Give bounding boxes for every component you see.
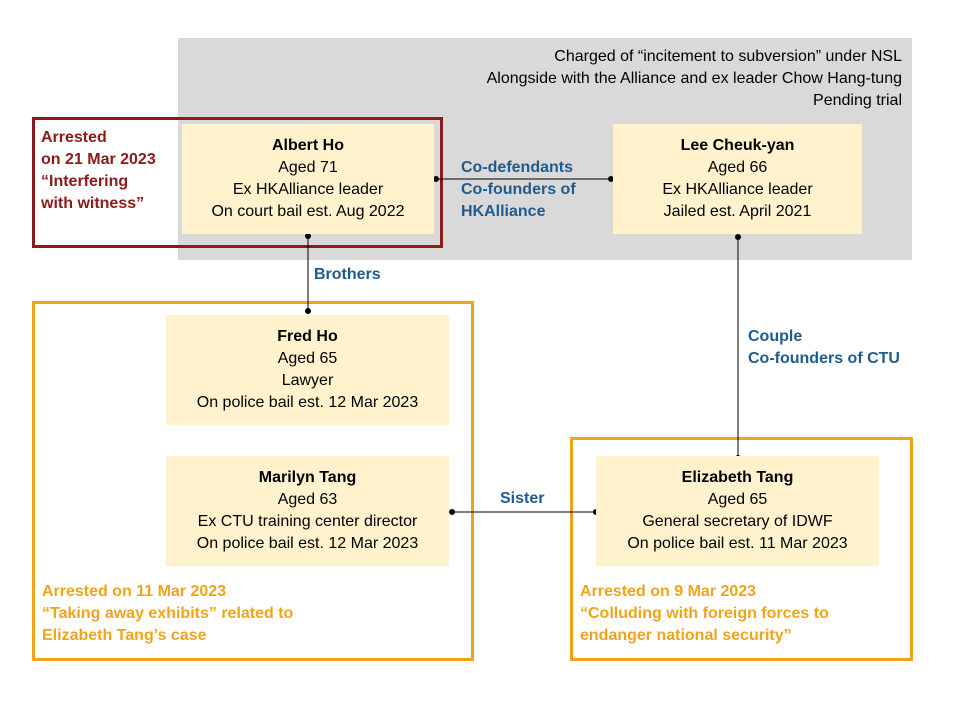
lee-age: Aged 66: [707, 159, 768, 176]
elizabeth-arrest-line1: Arrested on 9 Mar 2023: [580, 583, 757, 600]
fred-marilyn-arrest-line3: Elizabeth Tang’s case: [42, 627, 207, 644]
relation-albert-lee-line1: Co-defendants: [461, 159, 573, 176]
node-fred-ho: Fred Ho Aged 65 Lawyer On police bail es…: [166, 315, 449, 425]
fred-marilyn-arrest-line1: Arrested on 11 Mar 2023: [42, 583, 227, 600]
node-lee-cheuk-yan: Lee Cheuk-yan Aged 66 Ex HKAlliance lead…: [613, 124, 862, 234]
albert-arrest-line2: on 21 Mar 2023: [41, 151, 156, 168]
relation-albert-lee: Co-defendants Co-founders of HKAlliance: [461, 157, 576, 223]
fred-status: On police bail est. 12 Mar 2023: [196, 394, 419, 411]
marilyn-status: On police bail est. 12 Mar 2023: [196, 535, 419, 552]
lee-role: Ex HKAlliance leader: [662, 181, 813, 198]
albert-name: Albert Ho: [272, 137, 344, 154]
fred-marilyn-arrest-note: Arrested on 11 Mar 2023 “Taking away exh…: [42, 581, 293, 647]
charge-note-line1: Charged of “incitement to subversion” un…: [554, 48, 902, 65]
albert-status: On court bail est. Aug 2022: [211, 203, 405, 220]
fred-name: Fred Ho: [277, 328, 338, 345]
elizabeth-arrest-frame: [570, 437, 913, 661]
fred-marilyn-arrest-frame: [32, 301, 474, 661]
elizabeth-age: Aged 65: [707, 491, 768, 508]
node-marilyn-tang: Marilyn Tang Aged 63 Ex CTU training cen…: [166, 456, 449, 566]
albert-arrest-note: Arrested on 21 Mar 2023 “Interfering wit…: [41, 127, 156, 215]
albert-arrest-line1: Arrested: [41, 129, 107, 146]
charge-note-line2: Alongside with the Alliance and ex leade…: [486, 70, 902, 87]
marilyn-age: Aged 63: [277, 491, 338, 508]
albert-arrest-line3: “Interfering: [41, 173, 129, 190]
albert-role: Ex HKAlliance leader: [232, 181, 384, 198]
node-elizabeth-tang: Elizabeth Tang Aged 65 General secretary…: [596, 456, 879, 566]
elizabeth-arrest-line3: endanger national security”: [580, 627, 792, 644]
fred-age: Aged 65: [277, 350, 338, 367]
relation-albert-lee-line2: Co-founders of: [461, 181, 576, 198]
relation-lee-elizabeth-line1: Couple: [748, 328, 803, 345]
charge-note-line3: Pending trial: [813, 92, 902, 109]
relation-lee-elizabeth: Couple Co-founders of CTU: [748, 326, 900, 370]
albert-arrest-frame: [32, 117, 443, 248]
relation-albert-lee-line3: HKAlliance: [461, 203, 546, 220]
elizabeth-status: On police bail est. 11 Mar 2023: [627, 535, 848, 552]
relation-marilyn-elizabeth: Sister: [500, 488, 544, 510]
fred-role: Lawyer: [281, 372, 334, 389]
nsl-charge-note: Charged of “incitement to subversion” un…: [342, 46, 902, 112]
lee-name: Lee Cheuk-yan: [680, 137, 795, 154]
relation-albert-fred-line1: Brothers: [314, 266, 381, 283]
relation-albert-fred: Brothers: [314, 264, 381, 286]
lee-status: Jailed est. April 2021: [663, 203, 812, 220]
elizabeth-name: Elizabeth Tang: [681, 469, 794, 486]
relation-lee-elizabeth-line2: Co-founders of CTU: [748, 350, 900, 367]
fred-marilyn-arrest-line2: “Taking away exhibits” related to: [42, 605, 294, 622]
elizabeth-arrest-note: Arrested on 9 Mar 2023 “Colluding with f…: [580, 581, 829, 647]
node-albert-ho: Albert Ho Aged 71 Ex HKAlliance leader O…: [182, 124, 434, 234]
elizabeth-role: General secretary of IDWF: [642, 513, 833, 530]
marilyn-name: Marilyn Tang: [258, 469, 357, 486]
elizabeth-arrest-line2: “Colluding with foreign forces to: [580, 605, 829, 622]
relation-marilyn-elizabeth-line1: Sister: [500, 490, 545, 507]
albert-age: Aged 71: [278, 159, 338, 176]
albert-arrest-line4: with witness”: [41, 195, 145, 212]
marilyn-role: Ex CTU training center director: [197, 513, 418, 530]
